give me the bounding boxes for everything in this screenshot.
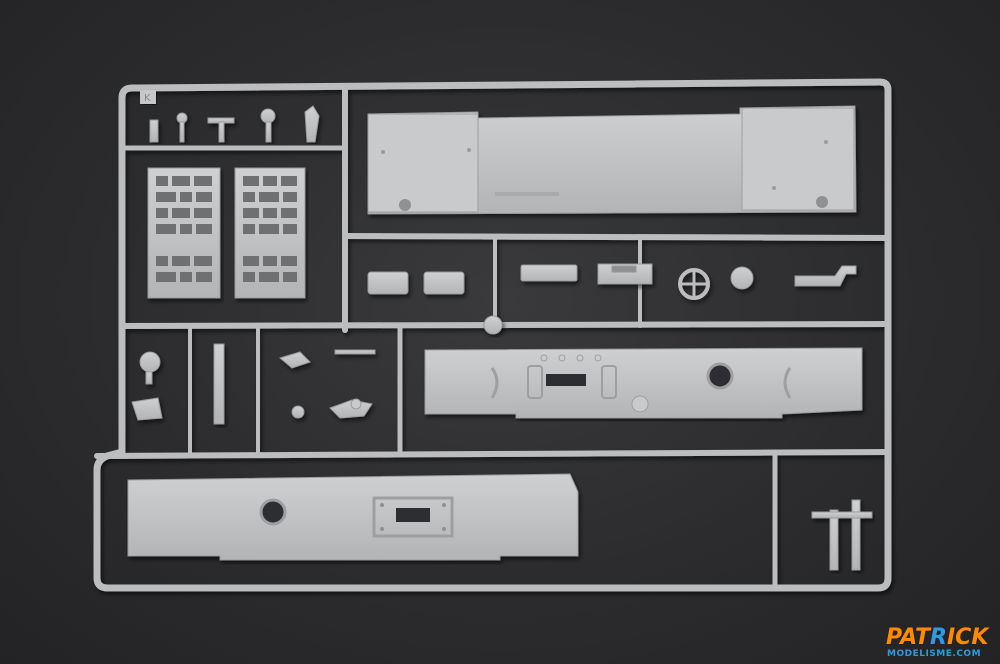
rod-part-2 <box>334 349 376 355</box>
svg-text:K: K <box>144 93 151 104</box>
watermark-logo: PATRICK <box>886 625 989 650</box>
hinge-part <box>278 351 311 369</box>
engine-grille-left <box>147 167 221 299</box>
mount-part <box>131 397 163 421</box>
box-part-1 <box>367 271 409 295</box>
bracket-part <box>794 265 857 287</box>
dome-part <box>730 266 754 290</box>
sprue-letter-tag: K <box>140 90 156 104</box>
round-part <box>483 315 503 335</box>
sprue-runner-2 <box>119 321 891 329</box>
hull-panel-middle <box>424 347 863 419</box>
hull-panel-top <box>367 105 857 215</box>
bracket-part-2 <box>329 399 373 419</box>
knob-part <box>291 405 305 419</box>
sprue-outer-frame <box>93 78 892 592</box>
engine-grille-right <box>234 167 306 299</box>
watermark-subtitle: MODELISME.COM <box>887 649 982 659</box>
sprue-runner-3 <box>94 449 891 459</box>
sprue-runner-1 <box>342 233 891 241</box>
rod-part-4 <box>851 499 861 571</box>
small-part-4 <box>260 108 276 124</box>
rod-part-1 <box>213 343 225 425</box>
small-part-5 <box>304 105 320 143</box>
box-part-2 <box>423 271 465 295</box>
small-part-1 <box>149 119 159 143</box>
hull-panel-bottom <box>127 473 579 561</box>
ball-part <box>139 351 161 373</box>
rod-part-3 <box>829 509 839 571</box>
box-part-3 <box>520 264 578 282</box>
